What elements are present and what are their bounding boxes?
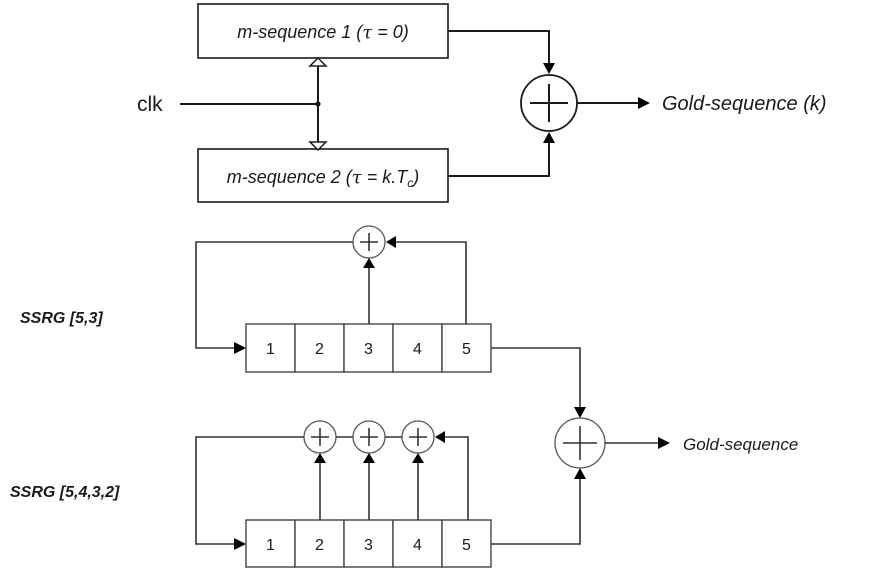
clock-arrow-up-icon	[308, 56, 328, 67]
register-1-cell	[294, 323, 345, 373]
register-1-cell-label: 2	[315, 341, 324, 358]
arrow-down-icon	[574, 407, 586, 418]
feedback-line	[195, 241, 353, 349]
m-sequence-2-label: m-sequence 2 (τ = k.Tc)	[227, 167, 420, 190]
arrow-left-icon	[435, 431, 445, 443]
m-sequence-2-block: m-sequence 2 (τ = k.Tc)	[197, 148, 449, 203]
register-2-cell-label: 3	[364, 537, 373, 554]
register-2-cell-label: 2	[315, 537, 324, 554]
register-1-cell-label: 3	[364, 341, 373, 358]
ssrg-5-4-3-2-label: SSRG [5,4,3,2]	[10, 484, 120, 501]
tap-line	[395, 241, 467, 324]
tap-line	[444, 436, 469, 520]
arrow-right-icon	[638, 97, 650, 109]
register-2-cell	[392, 519, 443, 568]
gold-sequence-k-label: Gold-sequence (k)	[662, 93, 827, 115]
m-sequence-2-box	[197, 148, 449, 203]
register-1-cell	[441, 323, 492, 373]
arrow-right-icon	[234, 342, 246, 354]
register-2-cell-label: 1	[266, 537, 275, 554]
ssrg-5-3-label: SSRG [5,3]	[20, 310, 103, 327]
arrow-down-icon	[543, 63, 555, 74]
m-sequence-2-output-line	[448, 141, 550, 177]
register-1-output-line	[491, 347, 581, 408]
clock-arrow-down-icon	[308, 141, 328, 152]
arrow-up-icon	[543, 132, 555, 143]
shift-register-2: 1 2 3 4 5	[245, 519, 492, 568]
register-1-cell-label: 4	[413, 341, 422, 358]
register-1-cell-label: 5	[462, 341, 471, 358]
register-2-cell	[343, 519, 394, 568]
register-2-cell	[245, 519, 296, 568]
arrow-left-icon	[386, 236, 396, 248]
arrow-up-icon	[314, 453, 326, 463]
register-1-cell	[245, 323, 296, 373]
register-1-feedback	[195, 225, 467, 354]
arrow-up-icon	[363, 258, 375, 268]
register-1-cell-label: 1	[266, 341, 275, 358]
register-1-cell	[392, 323, 443, 373]
register-2-output-line	[491, 478, 581, 545]
register-2-cell-label: 4	[413, 537, 422, 554]
m-sequence-1-block: m-sequence 1 (τ = 0)	[197, 3, 449, 59]
register-2-cell-label: 5	[462, 537, 471, 554]
register-2-feedback	[195, 420, 469, 550]
arrow-up-icon	[412, 453, 424, 463]
clock-label: clk	[137, 93, 163, 116]
arrow-right-icon	[234, 538, 246, 550]
xor-adder-bottom	[554, 417, 606, 469]
arrow-right-icon	[658, 437, 670, 449]
m-sequence-1-output-line	[448, 30, 550, 65]
shift-register-1: 1 2 3 4 5	[245, 323, 492, 373]
xor-adder-top	[520, 74, 578, 132]
register-2-cell	[441, 519, 492, 568]
arrow-up-icon	[574, 468, 586, 479]
m-sequence-1-box	[197, 3, 449, 59]
gold-sequence-label: Gold-sequence	[683, 435, 798, 454]
arrow-up-icon	[363, 453, 375, 463]
m-sequence-1-label: m-sequence 1 (τ = 0)	[237, 22, 409, 43]
feedback-line	[195, 436, 304, 545]
